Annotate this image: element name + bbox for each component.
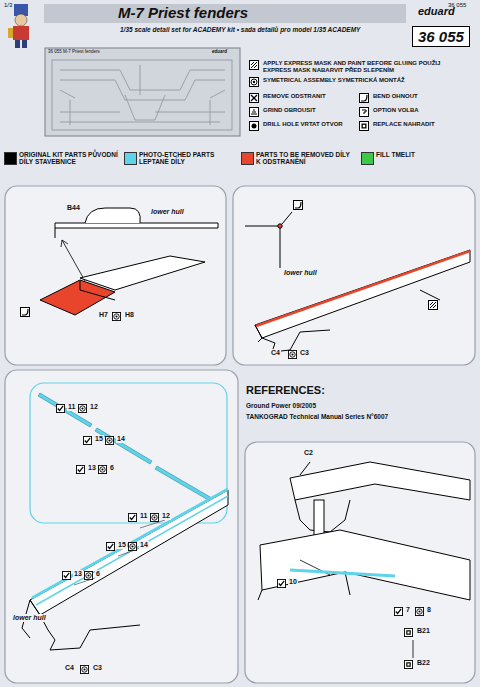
- callout-number: 13: [73, 570, 83, 578]
- legend-text: DRILL HOLE VRTAT OTVOR: [263, 121, 353, 128]
- reference: TANKOGRAD Technical Manual Series N°6007: [246, 413, 388, 420]
- part-number: C3: [92, 664, 103, 672]
- part-number: C4: [64, 664, 75, 672]
- fret-logo: eduard: [212, 50, 227, 55]
- legend-text: GRIND OBROUSIT: [263, 107, 353, 114]
- page-number: 1/3: [4, 2, 12, 9]
- part-number: B22: [416, 659, 431, 667]
- reference: Ground Power 09/2005: [246, 402, 316, 409]
- fret-label: 36 055 M-7 Priest fenders: [48, 50, 100, 55]
- callout-number: 15: [94, 435, 104, 443]
- callout-number: 15: [117, 541, 127, 549]
- callout-number: 11: [139, 512, 148, 520]
- part-label: lower hull: [283, 269, 318, 277]
- callout-number: 8: [426, 606, 432, 614]
- title: M-7 Priest fenders: [118, 5, 248, 22]
- set-number: 36 055: [418, 28, 464, 45]
- part-number: C4: [270, 349, 281, 357]
- callout-number: 10: [288, 578, 298, 586]
- legend-text: SYMETRICAL ASSEMBLY SYMETRICKÁ MONTÁŽ: [263, 77, 413, 84]
- legend-text: OPTION VOLBA: [373, 107, 471, 114]
- legend-swatch: [361, 152, 374, 165]
- callout-number: 12: [89, 403, 99, 411]
- legend-text: ORIGINAL KIT PARTS PŮVODNÍ DÍLY STAVEBNI…: [19, 151, 119, 165]
- callout-number: 14: [116, 435, 126, 443]
- part-number: C2: [303, 449, 314, 457]
- legend-swatch: [241, 152, 254, 165]
- legend-swatch: [4, 152, 17, 165]
- legend-text: FILL TMELIT: [376, 151, 471, 158]
- legend-text: REPLACE NAHRADIT: [373, 121, 471, 128]
- callout-number: 7: [405, 606, 411, 614]
- callout-number: 6: [95, 570, 101, 578]
- part-label: lower hull: [150, 208, 185, 216]
- legend-text: PHOTO-ETCHED PARTS LEPTANÉ DÍLY: [139, 151, 237, 165]
- part-number-box: 36 055: [412, 26, 470, 47]
- part-number: C3: [299, 349, 310, 357]
- part-number: H8: [124, 311, 135, 319]
- subtitle: 1/35 scale detail set for ACADEMY kit • …: [120, 26, 360, 33]
- legend-text: APPLY EXPRESS MASK AND PAINT BEFORE GLUI…: [263, 60, 468, 73]
- callout-number: 13: [87, 464, 97, 472]
- legend-text: BEND OHNOUT: [373, 93, 471, 100]
- callout-number: 12: [161, 512, 171, 520]
- callout-number: 14: [139, 541, 149, 549]
- references-heading: REFERENCES:: [246, 384, 325, 396]
- part-number: B21: [416, 627, 431, 635]
- legend-swatch: [124, 152, 137, 165]
- part-label: lower hull: [12, 614, 47, 622]
- legend-text: REMOVE ODSTRANIT: [263, 93, 353, 100]
- legend-text: PARTS TO BE REMOVED DÍLY K ODSTRANĚNÍ: [256, 151, 354, 165]
- brand-logo: eduard: [418, 5, 455, 17]
- part-number: H7: [98, 311, 109, 319]
- callout-number: 6: [109, 464, 115, 472]
- callout-number: 11: [67, 403, 76, 411]
- part-number: B44: [66, 204, 81, 212]
